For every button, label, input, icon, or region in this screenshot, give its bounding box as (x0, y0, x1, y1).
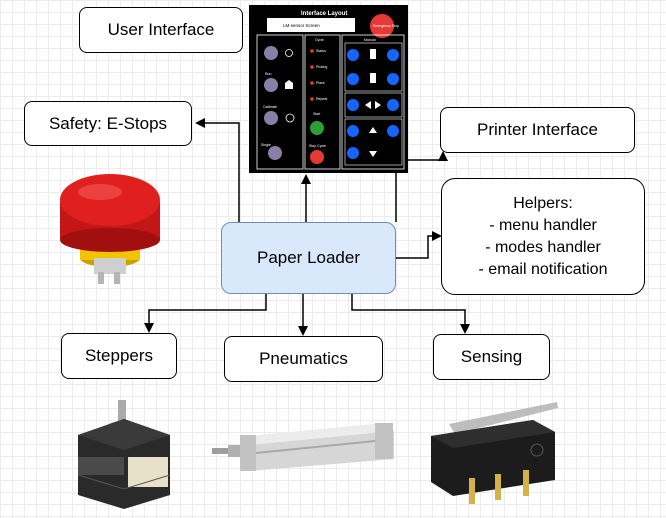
panel-right-arrow-icon (375, 101, 381, 109)
arrow-to-safety (195, 118, 240, 222)
panel-knob-icon (268, 146, 282, 160)
stepper-motor-image (77, 400, 171, 509)
panel-knob-icon (264, 46, 278, 60)
printer-interface-box[interactable]: Printer Interface (440, 107, 635, 153)
panel-cycle-label: Cycle (315, 38, 324, 42)
sensing-label: Sensing (460, 347, 523, 366)
estop-image (60, 174, 160, 284)
helpers-item-menu: - menu handler (489, 216, 597, 234)
panel-cycle-item: Start (313, 112, 320, 116)
pneumatics-label: Pneumatics (259, 349, 348, 368)
panel-crosshair-icon (285, 113, 295, 123)
helpers-item-modes: - modes handler (485, 238, 601, 256)
user-interface-label: User Interface (107, 20, 215, 39)
panel-manual-label: Manual (364, 38, 376, 42)
arrow-to-printer (395, 151, 448, 222)
panel-cycle-item: Status (316, 49, 326, 53)
paper-loader-label: Paper Loader (256, 248, 361, 267)
arrow-to-steppers (144, 294, 267, 333)
helpers-item-email: - email notification (478, 260, 608, 278)
interface-layout-image: Interface Layout LM-sensor Screen Emerge… (249, 5, 408, 173)
arrow-to-helpers (396, 231, 442, 259)
panel-run-label: Run (265, 72, 271, 76)
pneumatic-cylinder-image (212, 423, 394, 471)
panel-single-label: Single (261, 143, 271, 147)
steppers-label: Steppers (84, 346, 154, 365)
panel-cycle-item: Picking (316, 65, 327, 69)
printer-interface-label: Printer Interface (477, 120, 598, 139)
safety-label: Safety: E-Stops (48, 113, 168, 133)
panel-knob-icon (264, 78, 278, 92)
user-interface-box[interactable]: User Interface (79, 7, 243, 53)
panel-estop-icon (370, 14, 394, 38)
panel-calibrate-label: Calibrate (263, 105, 277, 109)
microswitch-image (431, 402, 558, 504)
paper-loader-box[interactable]: Paper Loader (221, 222, 396, 294)
helpers-title: Helpers: (513, 194, 573, 212)
panel-title: Interface Layout (301, 11, 347, 17)
panel-power-icon (285, 49, 293, 57)
panel-cycle-item: Stop Cycle (309, 144, 326, 148)
sensing-box[interactable]: Sensing (433, 334, 550, 380)
panel-stop-button (310, 150, 324, 164)
panel-cycle-item: Place (316, 81, 325, 85)
steppers-box[interactable]: Steppers (61, 333, 177, 379)
safety-box[interactable]: Safety: E-Stops (24, 101, 192, 146)
panel-up-arrow-icon (369, 127, 377, 133)
panel-start-button (310, 121, 324, 135)
panel-estop-label: Emergency Stop (373, 24, 399, 28)
helpers-box[interactable]: Helpers: - menu handler - modes handler … (441, 178, 645, 295)
panel-screen-label: LM-sensor Screen (283, 23, 320, 28)
pneumatics-box[interactable]: Pneumatics (224, 336, 383, 382)
panel-home-icon (285, 80, 293, 89)
panel-left-arrow-icon (365, 101, 371, 109)
arrow-to-sensing (351, 294, 470, 334)
panel-cycle-item: Repeat (316, 97, 327, 101)
panel-knob-icon (264, 111, 278, 125)
panel-down-arrow-icon (369, 151, 377, 157)
